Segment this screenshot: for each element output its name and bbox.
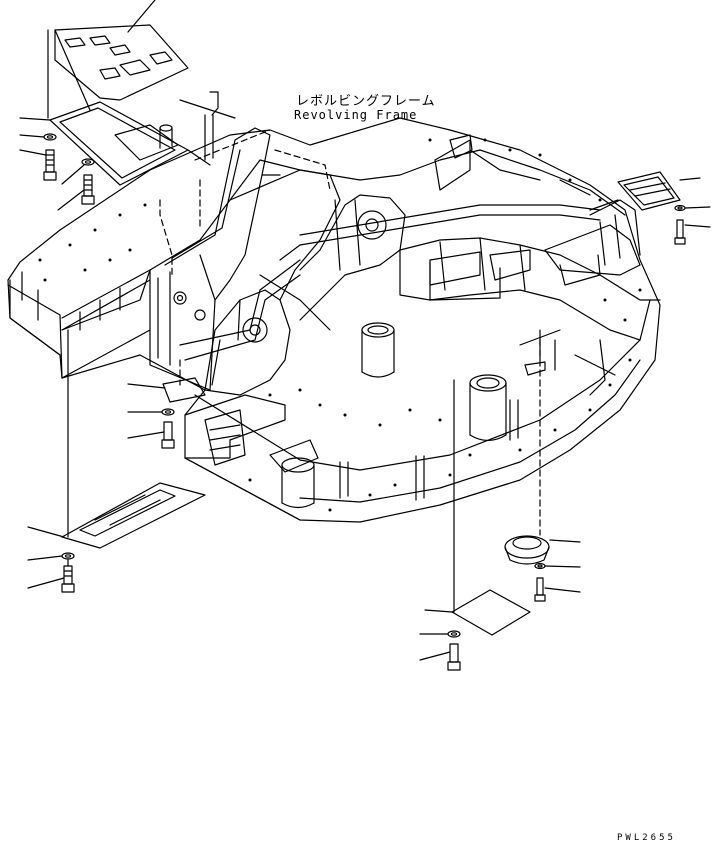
washer (448, 631, 460, 637)
frame-holes (38, 138, 642, 512)
bolt (448, 644, 460, 670)
bottom-plate (62, 483, 205, 548)
leader-line (20, 0, 155, 210)
cover-plate (50, 102, 188, 185)
washer (162, 409, 174, 415)
bolt (675, 220, 685, 244)
leader-line (545, 540, 580, 592)
washer (62, 553, 74, 559)
bolt (62, 566, 74, 592)
revolving-frame (8, 115, 660, 522)
bolt (44, 150, 56, 180)
square-cover (452, 590, 530, 635)
leader-line (28, 527, 64, 588)
washer (82, 159, 94, 165)
washer (44, 134, 56, 140)
bolt (82, 175, 94, 204)
drawing-code: PWL2655 (617, 833, 676, 843)
guide-line (160, 130, 330, 275)
leader-line (128, 384, 165, 438)
leader-line (180, 100, 235, 165)
frame-label-japanese: レボルビングフレーム (296, 94, 436, 109)
deck-cylinder (470, 375, 506, 441)
cover-plate-right (618, 172, 680, 210)
deck-cylinder (282, 458, 314, 508)
deck-cylinder (362, 323, 394, 377)
frame-label-english: Revolving Frame (294, 108, 418, 122)
bolt (535, 578, 545, 601)
bolt (162, 422, 174, 448)
rubber-grommet (505, 536, 549, 564)
small-cover (163, 378, 205, 402)
leader-line (420, 610, 452, 660)
washer (675, 206, 685, 211)
leader-line (590, 178, 710, 227)
floor-mat (55, 25, 188, 100)
washer (535, 564, 545, 569)
